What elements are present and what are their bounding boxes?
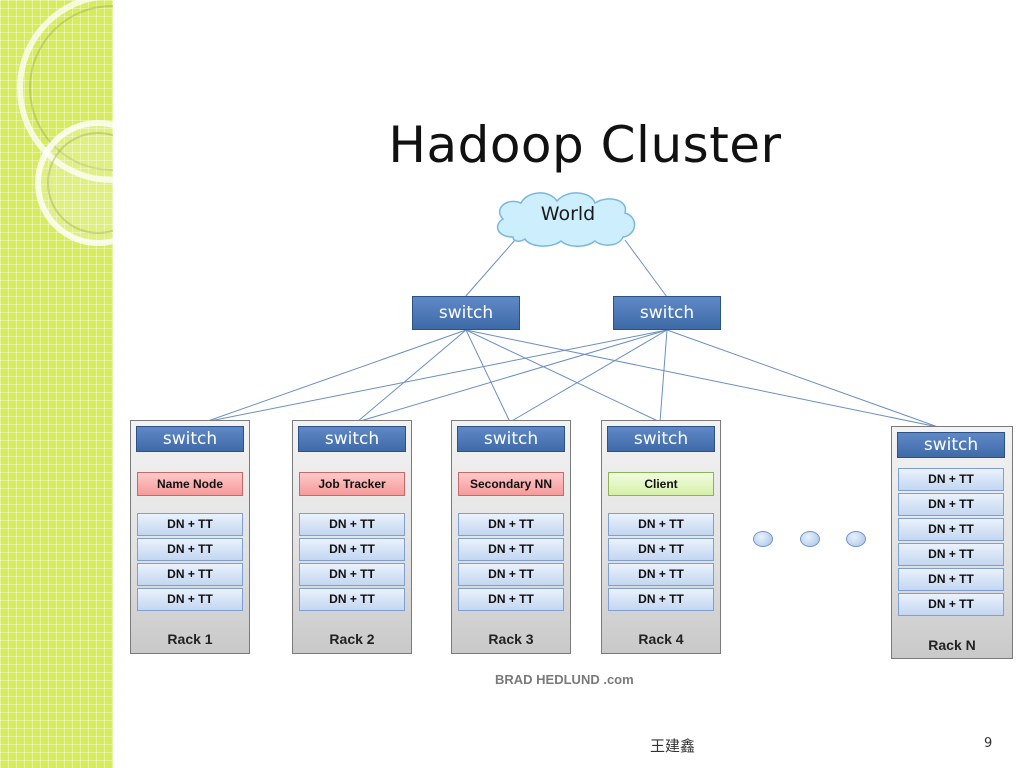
ellipsis-dot (800, 531, 820, 547)
rack-n: switch DN + TT DN + TT DN + TT DN + TT D… (891, 426, 1013, 659)
world-link-left (464, 239, 516, 298)
rack-1: switch Name Node DN + TT DN + TT DN + TT… (130, 420, 250, 654)
data-node: DN + TT (608, 588, 714, 611)
data-node: DN + TT (137, 563, 243, 586)
rack-4: switch Client DN + TT DN + TT DN + TT DN… (601, 420, 721, 654)
data-node: DN + TT (458, 588, 564, 611)
data-node: DN + TT (898, 518, 1004, 541)
data-node: DN + TT (898, 543, 1004, 566)
rack-switch: switch (298, 426, 406, 452)
credit-text: BRAD HEDLUND .com (495, 672, 634, 687)
rack-label: Rack 3 (488, 631, 534, 647)
node-stack: DN + TT DN + TT DN + TT DN + TT (458, 513, 564, 613)
secondary-nn-box: Secondary NN (458, 472, 564, 496)
data-node: DN + TT (608, 538, 714, 561)
page-number: 9 (984, 736, 993, 751)
data-node: DN + TT (458, 538, 564, 561)
rack-switch: switch (607, 426, 715, 452)
data-node: DN + TT (898, 468, 1004, 491)
sidebar-decoration (0, 0, 113, 768)
data-node: DN + TT (299, 513, 405, 536)
author-name: 王建鑫 (650, 737, 696, 755)
rack-switch: switch (457, 426, 565, 452)
ellipsis-dot (846, 531, 866, 547)
slide-title: Hadoop Cluster (388, 116, 782, 174)
data-node: DN + TT (299, 538, 405, 561)
switch-b-links (204, 329, 939, 428)
ellipsis-dot (753, 531, 773, 547)
data-node: DN + TT (458, 513, 564, 536)
data-node: DN + TT (137, 538, 243, 561)
data-node: DN + TT (137, 588, 243, 611)
data-node: DN + TT (608, 513, 714, 536)
rack-3: switch Secondary NN DN + TT DN + TT DN +… (451, 420, 571, 654)
rack-label: Rack 4 (638, 631, 684, 647)
core-switch-left: switch (412, 296, 520, 330)
node-stack: DN + TT DN + TT DN + TT DN + TT (299, 513, 405, 613)
world-cloud-label: World (540, 203, 596, 225)
client-box: Client (608, 472, 714, 496)
rack-switch: switch (136, 426, 244, 452)
rack-label: Rack 2 (329, 631, 375, 647)
node-stack: DN + TT DN + TT DN + TT DN + TT DN + TT … (898, 468, 1004, 618)
rack-2: switch Job Tracker DN + TT DN + TT DN + … (292, 420, 412, 654)
rack-label: Rack N (928, 637, 976, 653)
world-cloud (496, 192, 636, 247)
data-node: DN + TT (299, 563, 405, 586)
data-node: DN + TT (898, 593, 1004, 616)
rack-label: Rack 1 (167, 631, 213, 647)
data-node: DN + TT (458, 563, 564, 586)
job-tracker-box: Job Tracker (299, 472, 405, 496)
data-node: DN + TT (299, 588, 405, 611)
data-node: DN + TT (137, 513, 243, 536)
name-node-box: Name Node (137, 472, 243, 496)
data-node: DN + TT (608, 563, 714, 586)
data-node: DN + TT (898, 568, 1004, 591)
data-node: DN + TT (898, 493, 1004, 516)
core-switch-right: switch (613, 296, 721, 330)
rack-switch: switch (897, 432, 1005, 458)
node-stack: DN + TT DN + TT DN + TT DN + TT (608, 513, 714, 613)
circle-decoration (17, 0, 113, 246)
node-stack: DN + TT DN + TT DN + TT DN + TT (137, 513, 243, 613)
switch-a-links (204, 329, 939, 428)
world-link-right (624, 239, 668, 298)
